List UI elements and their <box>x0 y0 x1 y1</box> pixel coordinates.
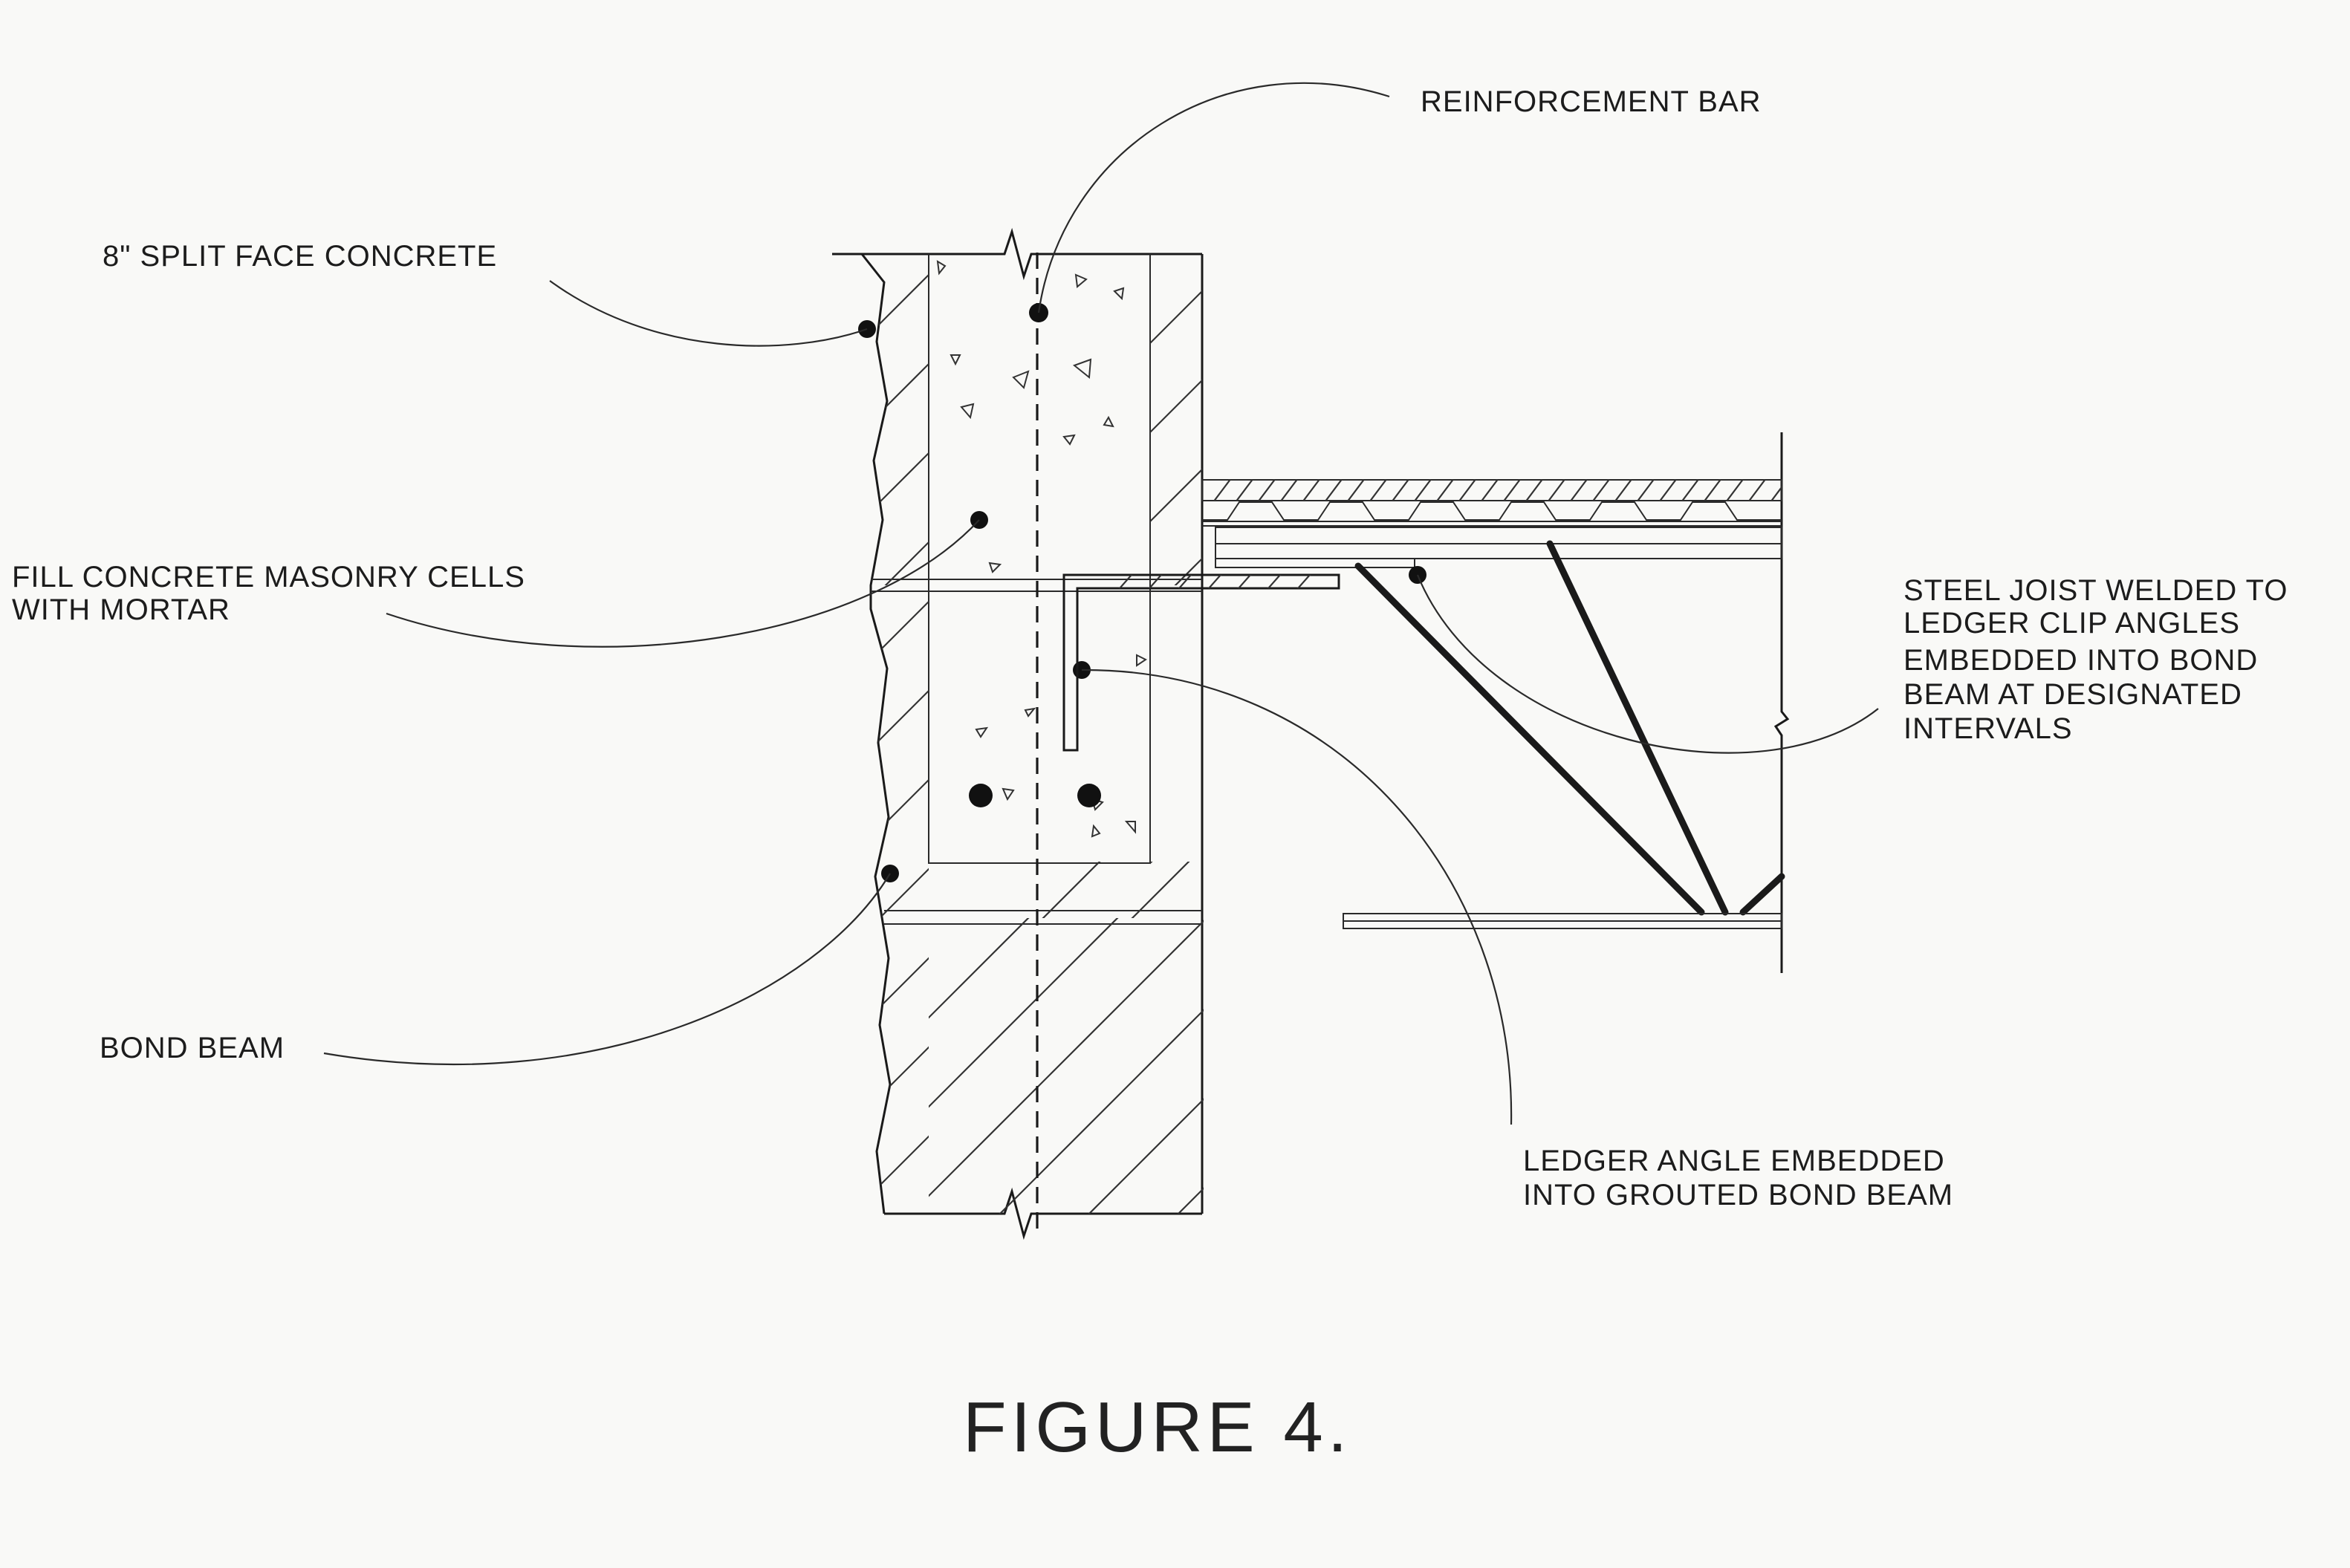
reinforcement-bar-leader <box>1037 82 1390 313</box>
label-steel-joist-line2: LEDGER CLIP ANGLES <box>1903 607 2240 640</box>
label-ledger-angle-line1: LEDGER ANGLE EMBEDDED <box>1523 1145 1945 1177</box>
grout-aggregate <box>936 260 1147 838</box>
face-shell-hatch <box>871 593 929 1214</box>
steel-joist-assembly <box>1201 432 1790 973</box>
joist-top-chord <box>1215 527 1782 544</box>
joist-top-chord <box>1215 543 1782 559</box>
face-shell-hatch <box>862 267 929 585</box>
ledger-angle <box>1062 573 1340 752</box>
lower-block-hatch <box>1042 862 1190 918</box>
steel-joist-leader <box>1416 574 1879 754</box>
joist-break-line <box>1773 432 1790 973</box>
bond-beam-rebar-dot <box>969 784 993 807</box>
inner-shell-hatch <box>1150 290 1202 585</box>
ledger-angle-leader <box>1081 668 1513 1125</box>
metal-deck-profile <box>1202 501 1782 521</box>
joist-web-member <box>1546 540 1729 916</box>
figure-title: FIGURE 4. <box>963 1388 1351 1467</box>
label-steel-joist-line1: STEEL JOIST WELDED TO <box>1903 574 2288 607</box>
grouted-cell-outline <box>928 254 1151 864</box>
masonry-wall <box>832 227 1204 1240</box>
label-ledger-angle-line2: INTO GROUTED BOND BEAM <box>1523 1179 1953 1211</box>
label-split-face-concrete: 8" SPLIT FACE CONCRETE <box>103 240 497 273</box>
fill-cells-leader <box>386 519 980 648</box>
callout-labels: REINFORCEMENT BAR 8" SPLIT FACE CONCRETE… <box>12 85 2288 1211</box>
ledger-angle-outline <box>1062 573 1340 752</box>
label-bond-beam: BOND BEAM <box>100 1032 285 1064</box>
label-steel-joist-line5: INTERVALS <box>1903 712 2073 745</box>
wall-top-break-line <box>832 227 1202 281</box>
wall-bottom-break-line <box>884 1187 1202 1240</box>
label-fill-cells-line2: WITH MORTAR <box>12 593 230 626</box>
split-face-edge <box>860 253 892 1214</box>
bond-beam-rebar-dot <box>1077 784 1101 807</box>
label-reinforcement-bar: REINFORCEMENT BAR <box>1421 85 1762 118</box>
joist-web-member <box>1354 562 1705 916</box>
lower-block-hatch <box>929 918 1204 1214</box>
label-fill-cells-line1: FILL CONCRETE MASONRY CELLS <box>12 561 525 593</box>
joist-web-member <box>1739 873 1785 916</box>
label-steel-joist-line4: BEAM AT DESIGNATED <box>1903 678 2242 711</box>
joist-seat <box>1215 558 1415 568</box>
bond-beam-leader <box>323 873 891 1066</box>
split-face-leader <box>549 280 868 347</box>
deck-topping <box>1201 479 1782 501</box>
leader-lines <box>323 82 1879 1125</box>
label-steel-joist-line3: EMBEDDED INTO BOND <box>1903 644 2258 677</box>
